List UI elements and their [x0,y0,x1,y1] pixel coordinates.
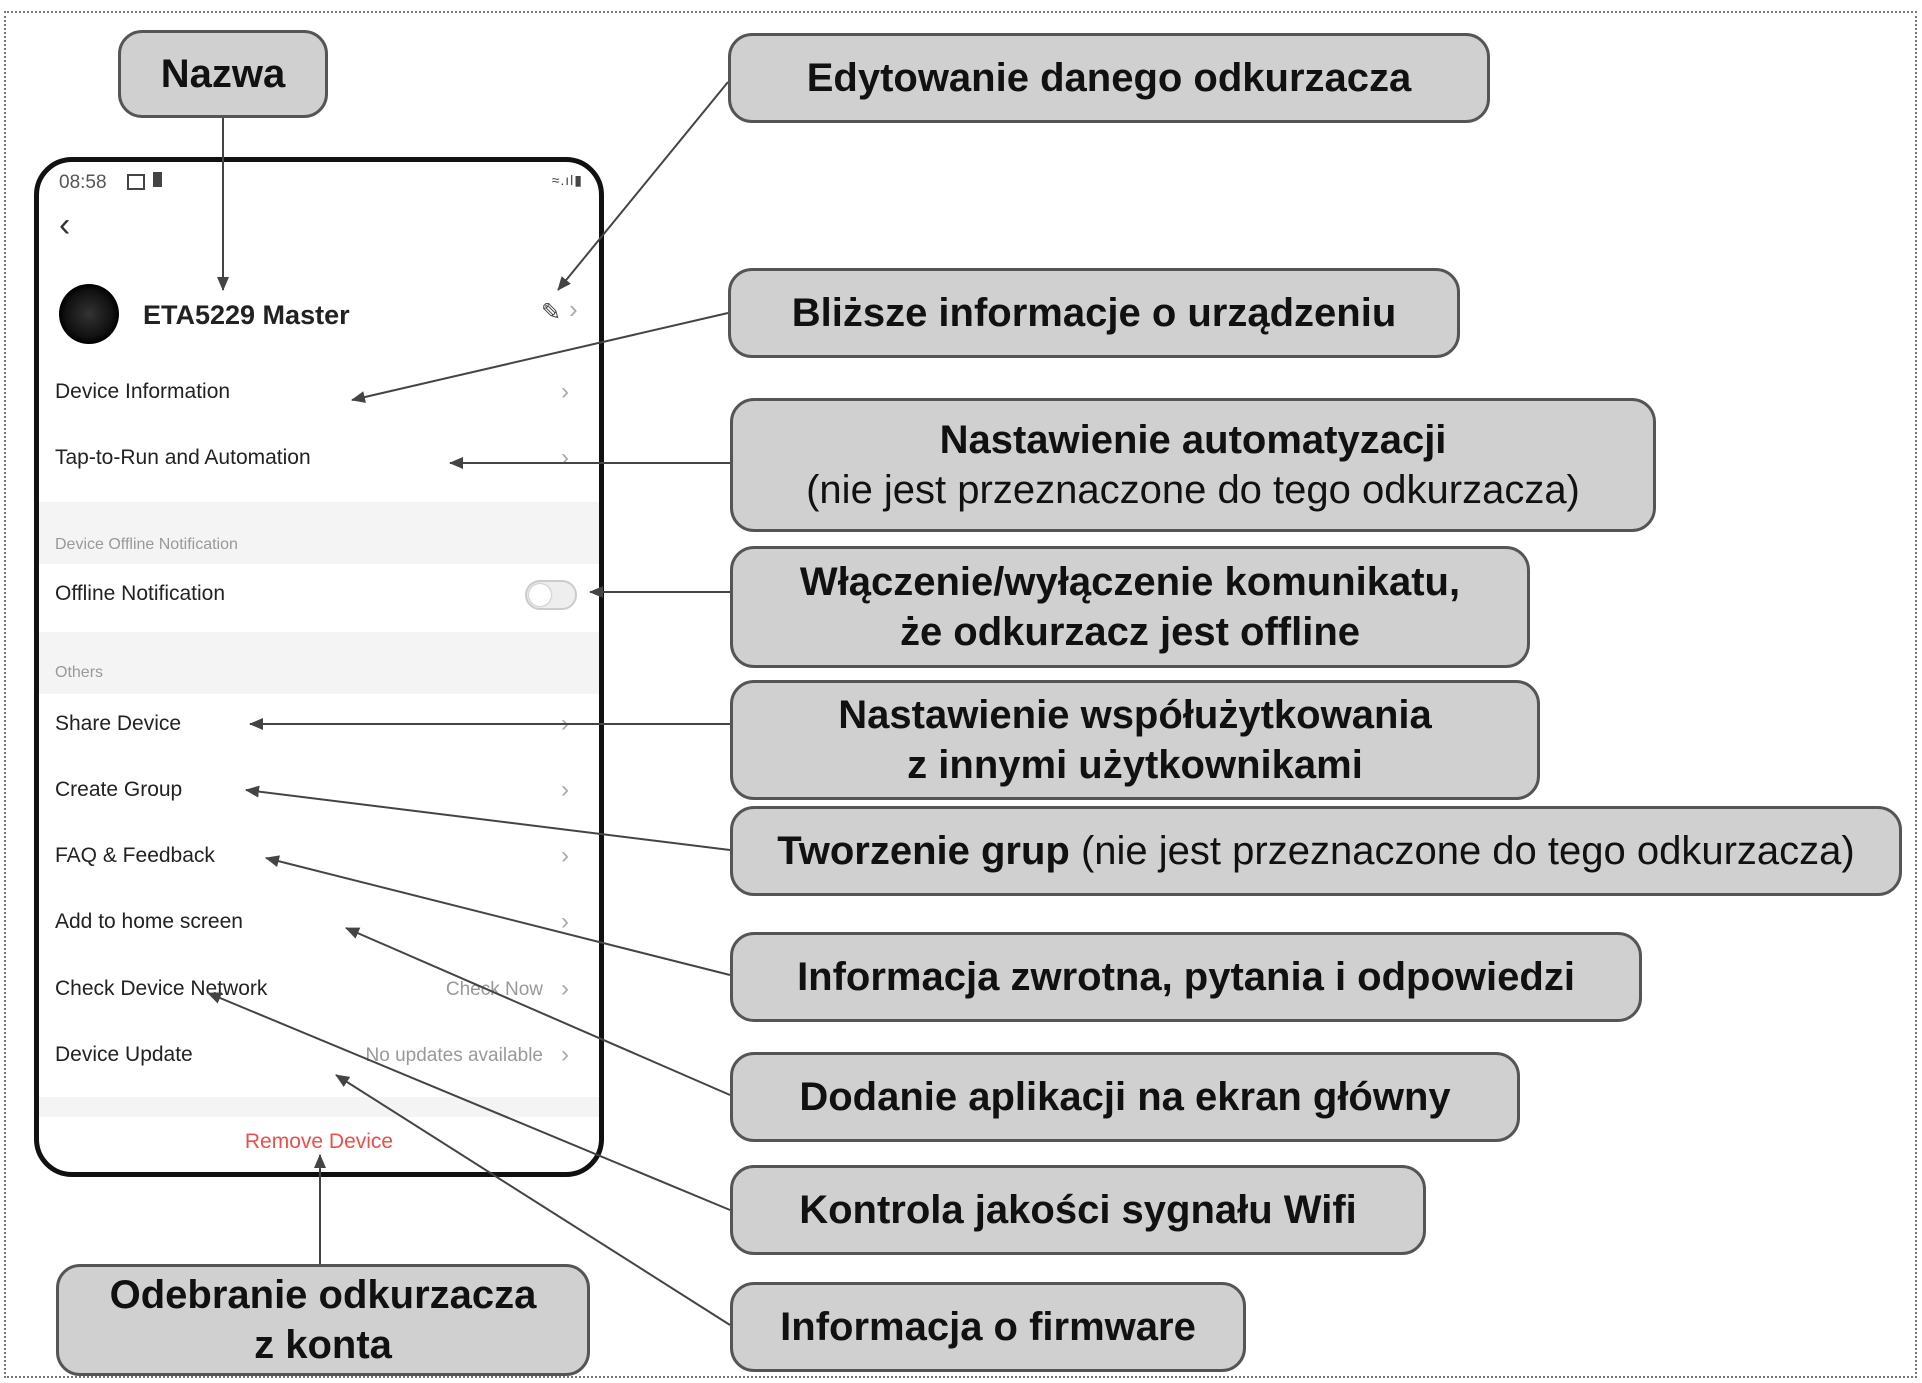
callout-automation: Nastawienie automatyzacji (nie jest prze… [730,398,1656,532]
menu-label: FAQ & Feedback [55,844,215,867]
menu-add-home-screen[interactable]: Add to home screen › [39,892,599,958]
callout-line2: z konta [254,1323,392,1367]
chevron-right-icon: › [561,378,569,405]
callout-network: Kontrola jakości sygnału Wifi [730,1165,1426,1255]
callout-offline: Włączenie/wyłączenie komunikatu, że odku… [730,546,1530,668]
menu-faq-feedback[interactable]: FAQ & Feedback › [39,826,599,892]
section-gap [39,632,599,694]
callout-title: Nastawienie automatyzacji [939,418,1447,462]
chevron-right-icon: › [561,908,569,935]
menu-label: Share Device [55,712,182,735]
device-header[interactable]: ETA5229 Master ✎ › [39,272,599,352]
callout-group: Tworzenie grup (nie jest przeznaczone do… [730,806,1902,896]
callout-nazwa: Nazwa [118,30,328,118]
menu-offline-notification: Offline Notification [39,564,599,630]
menu-tap-to-run[interactable]: Tap-to-Run and Automation › [39,428,599,494]
sim-icon [153,172,162,187]
device-avatar [59,284,119,344]
callout-faq: Informacja zwrotna, pytania i odpowiedzi [730,932,1642,1022]
section-header-others: Others [55,664,104,681]
arrow-home [345,927,731,1096]
callout-text: Kontrola jakości sygnału Wifi [799,1188,1357,1232]
chevron-right-icon: › [561,444,569,471]
callout-line2: że odkurzacz jest offline [899,610,1361,654]
callout-line1: Włączenie/wyłączenie komunikatu, [799,560,1461,604]
callout-text: Informacja zwrotna, pytania i odpowiedzi [797,955,1575,999]
chevron-right-icon: › [569,294,578,324]
callout-edit: Edytowanie danego odkurzacza [728,33,1490,123]
chevron-right-icon: › [561,975,569,1002]
chevron-right-icon: › [561,1041,569,1068]
section-gap [39,1097,599,1117]
callout-remove: Odebranie odkurzacza z konta [56,1264,590,1376]
arrow-info [351,312,729,403]
back-chevron-icon[interactable]: ‹ [59,206,71,244]
arrow-faq [265,855,731,976]
callout-title: Tworzenie grup [777,829,1070,873]
callout-info: Bliższe informacje o urządzeniu [728,268,1460,358]
callout-home: Dodanie aplikacji na ekran główny [730,1052,1520,1142]
signal-icon: ≈.ıl▮ [551,172,583,188]
menu-label: Tap-to-Run and Automation [55,446,311,469]
callout-text: Edytowanie danego odkurzacza [806,56,1412,100]
dotted-frame [4,11,1917,1378]
remove-device-button[interactable]: Remove Device [244,1130,394,1153]
gallery-icon [127,174,145,190]
callout-note: (nie jest przeznaczone do tego odkurzacz… [1069,829,1855,873]
menu-label: Add to home screen [55,910,243,933]
menu-label: Create Group [55,778,183,801]
arrow-group [245,785,731,851]
edit-pencil-icon[interactable]: ✎ [541,299,562,326]
callout-text: Nazwa [160,52,286,96]
callout-firmware: Informacja o firmware [730,1282,1246,1372]
callout-text: Dodanie aplikacji na ekran główny [799,1075,1451,1119]
offline-toggle[interactable] [525,580,577,610]
menu-create-group[interactable]: Create Group › [39,760,599,826]
callout-line2: z innymi użytkownikami [907,743,1363,787]
menu-label: Device Update [55,1043,193,1066]
menu-device-information[interactable]: Device Information › [39,362,599,428]
menu-device-update[interactable]: Device Update No updates available › [39,1025,599,1091]
section-gap [39,502,599,564]
callout-share: Nastawienie współużytkowania z innymi uż… [730,680,1540,800]
arrow-network [207,992,731,1211]
menu-value: No updates available [365,1045,543,1066]
status-time: 08:58 [59,172,107,193]
menu-label: Offline Notification [55,582,226,605]
callout-note: (nie jest przeznaczone do tego odkurzacz… [806,468,1580,512]
callout-line1: Nastawienie współużytkowania [838,693,1432,737]
menu-label: Device Information [55,380,231,403]
device-name: ETA5229 Master [143,300,350,330]
status-bar: 08:58 ≈.ıl▮ [49,168,589,196]
callout-text: Bliższe informacje o urządzeniu [791,291,1397,335]
callout-text: Informacja o firmware [780,1305,1196,1349]
section-header-offline: Device Offline Notification [55,536,238,553]
chevron-right-icon: › [561,776,569,803]
callout-line1: Odebranie odkurzacza [109,1273,537,1317]
toggle-knob [529,584,551,606]
chevron-right-icon: › [561,842,569,869]
arrow-firmware [335,1074,731,1326]
menu-value: Check Now [445,979,543,1000]
arrow-edit [557,81,729,291]
